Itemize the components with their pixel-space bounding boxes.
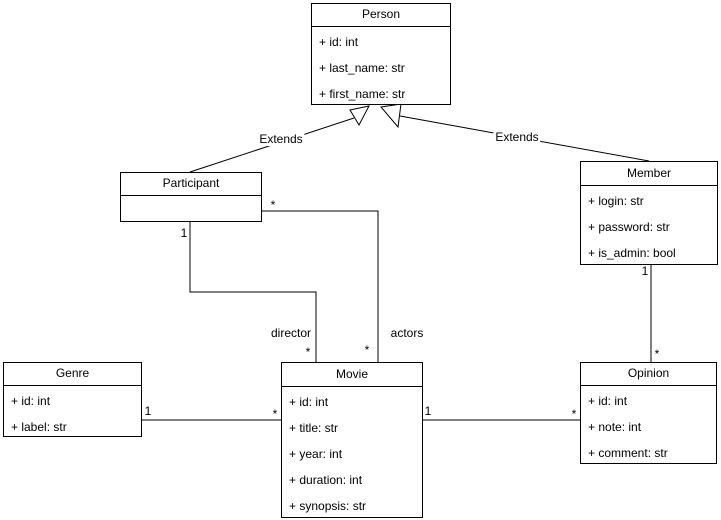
class-title-opinion: Opinion [581,363,716,386]
class-attribute: + duration: int [289,473,363,487]
multiplicity-movie: 1 [424,404,432,418]
class-attribute: + password: str [588,220,670,234]
multiplicity-genre: 1 [144,404,152,418]
multiplicity-director-participant: 1 [180,226,188,240]
multiplicity-movie-opinion: * [571,407,577,421]
class-title-participant: Participant [121,173,261,196]
class-attribute: + label: str [11,420,67,434]
class-attributes-opinion: + id: int + note: int + comment: str [581,386,716,467]
class-person[interactable]: Person + id: int + last_name: str + first_… [311,3,451,105]
class-attribute: + is_admin: bool [588,246,676,260]
class-title-person: Person [312,4,450,27]
association-label-actors: actors [390,326,424,340]
class-genre[interactable]: Genre + id: int + label: str [3,362,142,437]
generalization-arrowhead-icon [380,103,402,129]
class-attributes-movie: + id: int + title: str + year: int + durati… [282,387,422,520]
class-attribute: + id: int [289,395,329,409]
class-member[interactable]: Member + login: str + password: str + is_a… [580,161,718,265]
class-attributes-person: + id: int + last_name: str + first_name: s… [312,27,450,108]
association-line-actors[interactable] [262,210,379,362]
class-participant[interactable]: Participant [120,172,262,222]
class-attribute: + id: int [11,394,51,408]
multiplicity-genre-movie: * [272,407,278,421]
extends-label-member: Extends [493,130,541,144]
class-attribute: + title: str [289,421,339,435]
class-opinion[interactable]: Opinion + id: int + note: int + comment: s… [580,362,717,464]
association-label-director: director [270,326,312,340]
class-title-member: Member [581,162,717,186]
class-attribute: + login: str [588,194,644,208]
extends-label-participant: Extends [257,132,305,146]
class-attribute: + note: int [588,420,642,434]
multiplicity-member-opinion: * [654,347,660,361]
class-movie[interactable]: Movie + id: int+ title: str+ year: int+ … [281,362,423,518]
class-attribute: + year: int [289,447,343,461]
multiplicity-actors-movie: * [364,343,370,357]
class-attribute: + id: int [319,35,359,49]
class-attribute: + first_name: str [319,87,406,101]
multiplicity-actors-participant: * [270,198,276,212]
association-line-director[interactable] [189,222,317,362]
class-attribute: + id: int [588,394,628,408]
class-attributes-member: + login: str + password: str + is_admin: b… [581,186,717,267]
class-attributes-participant [121,196,261,199]
class-title-movie: Movie [282,363,422,387]
multiplicity-member: 1 [641,264,649,278]
multiplicity-director-movie: * [305,345,311,359]
generalization-arrowhead-icon [349,105,370,127]
class-attributes-genre: + id: int + label: str [4,386,141,441]
class-attribute: + last_name: str [319,61,405,75]
class-attribute: + synopsis: str [289,499,367,513]
class-title-genre: Genre [4,363,141,386]
class-attribute: + comment: str [588,446,668,460]
